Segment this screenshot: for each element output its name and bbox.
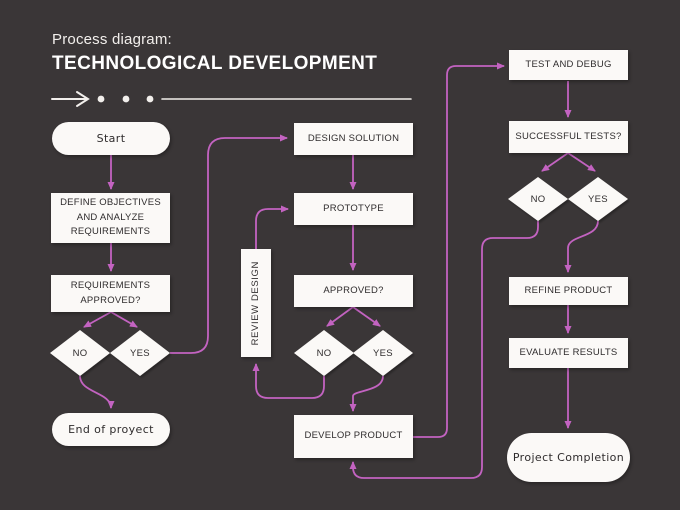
label-approved-no: NO (316, 347, 332, 359)
connector-approved-to-no (326, 306, 354, 327)
connector-develop-to-test (413, 62, 505, 438)
header-dots (97, 95, 154, 103)
node-project-completion: Project Completion (507, 433, 630, 482)
node-end-of-project: End of proyect (52, 413, 170, 446)
node-test-and-debug: TEST AND DEBUG (509, 50, 628, 80)
diamond-approved-yes (353, 330, 413, 376)
node-refine-product: REFINE PRODUCT (509, 277, 628, 305)
node-requirements-approved: REQUIREMENTS APPROVED? (51, 275, 170, 312)
connector-no-to-develop (349, 221, 539, 479)
label-approved-yes: YES (373, 347, 393, 359)
diamond-tests-yes (568, 177, 628, 221)
label-tests-yes: YES (588, 193, 608, 205)
diamond-tests-no (508, 177, 568, 221)
node-design-solution: DESIGN SOLUTION (294, 123, 413, 155)
connector-requirements-to-no (83, 311, 112, 328)
node-start: Start (52, 122, 170, 155)
node-successful-tests: SUCCESSFUL TESTS? (509, 121, 628, 153)
label-requirements-no: NO (72, 347, 88, 359)
diamond-approved-no (294, 330, 354, 376)
connector-yes-to-design-solution (170, 134, 288, 354)
connector-yes-to-develop (349, 375, 384, 412)
connector-approved-to-yes (352, 306, 381, 327)
node-develop-product: DEVELOP PRODUCT (294, 415, 413, 458)
diamond-requirements-yes (110, 330, 170, 376)
node-review-design: REVIEW DESIGN (241, 249, 271, 357)
connector-no-to-end (79, 375, 115, 409)
connector-successful-to-no (541, 152, 569, 172)
node-review-design-label: REVIEW DESIGN (249, 260, 261, 346)
diamond-requirements-no (50, 330, 110, 376)
connector-requirements-to-yes (110, 311, 138, 328)
connector-no-to-review-design (252, 363, 325, 399)
diagram-title: TECHNOLOGICAL DEVELOPMENT (52, 53, 378, 74)
connector-review-to-prototype (255, 205, 289, 249)
node-evaluate-results: EVALUATE RESULTS (509, 338, 628, 368)
label-requirements-yes: YES (130, 347, 150, 359)
label-tests-no: NO (530, 193, 546, 205)
diagram-kicker: Process diagram: (52, 31, 172, 48)
node-prototype: PROTOTYPE (294, 193, 413, 225)
header-arrow-icon (51, 91, 90, 107)
node-define-objectives: DEFINE OBJECTIVES AND ANALYZE REQUIREMEN… (51, 193, 170, 243)
connector-successful-to-yes (567, 152, 596, 172)
node-approved: APPROVED? (294, 275, 413, 307)
connector-yes-to-refine (564, 220, 599, 273)
